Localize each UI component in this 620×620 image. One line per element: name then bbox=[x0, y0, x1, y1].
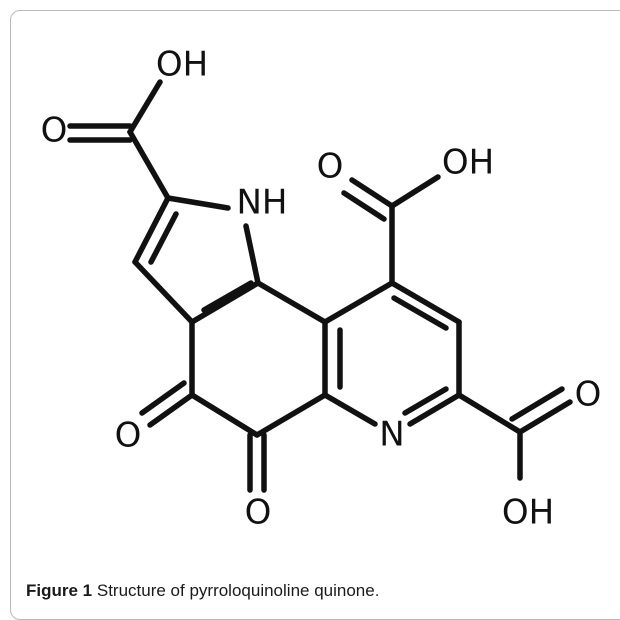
bond-c10-oh bbox=[127, 79, 163, 135]
bond-c2-c3-inner bbox=[148, 211, 179, 265]
atom-n-ring: N bbox=[379, 415, 404, 455]
atom-nh: NH bbox=[237, 183, 288, 223]
bond-c7-n6 bbox=[407, 392, 462, 427]
bond-c2-c10 bbox=[127, 129, 171, 201]
atom-oh-top-left: OH bbox=[156, 45, 208, 85]
bond-c9b-c9 bbox=[322, 280, 395, 325]
bond-c4-o-a bbox=[147, 392, 195, 428]
bond-nh-c9a bbox=[243, 223, 261, 286]
atom-oh-top-right: OH bbox=[442, 143, 494, 183]
atom-o-top-left: O bbox=[41, 111, 68, 151]
bond-c5-c5a bbox=[254, 392, 328, 438]
bond-c3a-c9a bbox=[189, 280, 261, 325]
bond-c7-n6-inner bbox=[402, 386, 449, 416]
caption-period: . bbox=[374, 581, 380, 600]
bond-c9-c8 bbox=[389, 280, 462, 325]
bond-c9-c8-inner bbox=[391, 295, 449, 331]
caption-text: Structure of pyrroloquinoline quinone bbox=[96, 581, 375, 600]
bond-c3-c3a bbox=[132, 259, 195, 325]
atom-o-bottom-mid: O bbox=[245, 493, 272, 533]
bond-c2-c3 bbox=[132, 195, 171, 265]
bond-c11-oh bbox=[389, 174, 441, 209]
bond-c4-o-b bbox=[139, 380, 187, 416]
figure-caption: Figure 1 Structure of pyrroloquinoline q… bbox=[26, 581, 379, 601]
atom-oh-bottom-right: OH bbox=[502, 493, 554, 533]
bond-c4-c5 bbox=[189, 392, 260, 438]
bond-c11-o-b bbox=[341, 190, 387, 222]
bond-c9b-c9a bbox=[255, 280, 328, 325]
caption-label: Figure 1 bbox=[26, 581, 93, 600]
bond-c3a-c9a-inner bbox=[201, 280, 254, 313]
bond-c2-nh bbox=[165, 195, 231, 211]
bond-n6-c5a bbox=[322, 392, 378, 427]
bond-c7-c12 bbox=[456, 392, 523, 435]
bond-c12-o-a bbox=[517, 399, 573, 435]
atom-o-bottom-left: O bbox=[115, 416, 142, 456]
bond-c12-o-b bbox=[509, 386, 565, 422]
bond-c11-o-a bbox=[349, 177, 395, 209]
atom-o-top-right: O bbox=[317, 147, 344, 187]
pqq-structure-diagram: OH O NH O OH N O O O OH bbox=[41, 45, 602, 533]
atom-o-bottom-right: O bbox=[575, 375, 602, 415]
